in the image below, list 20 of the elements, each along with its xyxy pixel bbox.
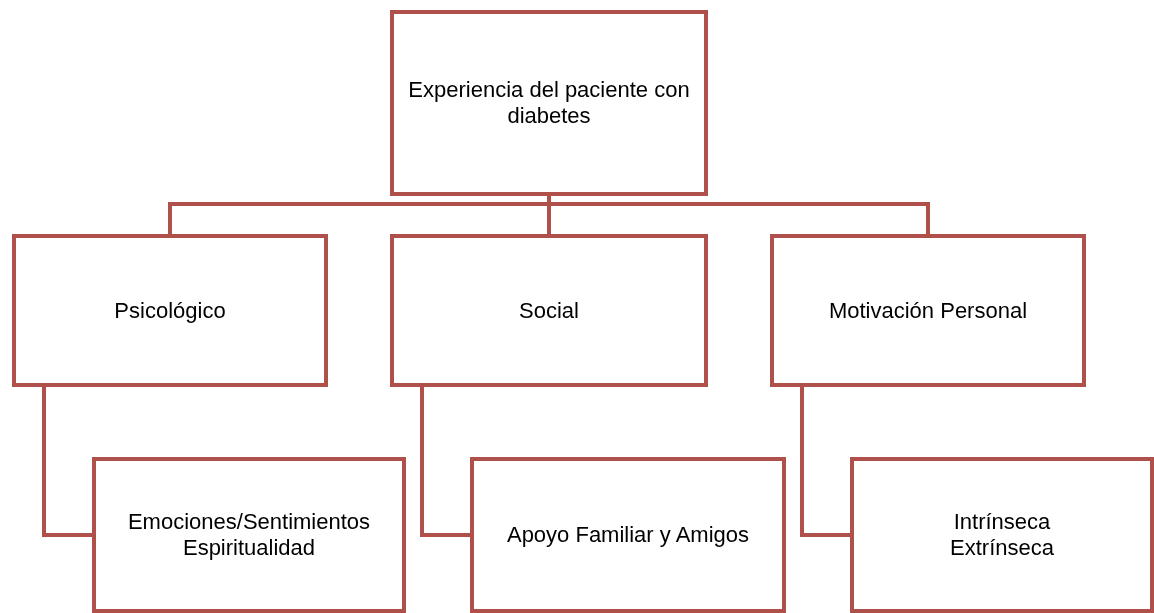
- box: [390, 10, 708, 196]
- connector-line: [547, 196, 930, 234]
- box: [12, 234, 328, 387]
- box: [470, 457, 786, 613]
- box-label: Emociones/Sentimientos: [127, 509, 371, 535]
- box-label: Social: [519, 297, 579, 324]
- connector-line: [800, 387, 850, 537]
- box: [770, 234, 1086, 387]
- box-label: Extrínseca: [950, 535, 1054, 561]
- box-label: Experiencia del paciente con diabetes: [407, 77, 691, 129]
- box-label: Psicológico: [114, 297, 226, 324]
- box-label: Intrínseca: [953, 509, 1051, 535]
- box-label: Motivación Personal: [828, 297, 1028, 324]
- box: [850, 457, 1154, 613]
- box: [390, 234, 708, 387]
- connector-line: [42, 387, 92, 537]
- box-label: Espiritualidad: [182, 535, 316, 561]
- box-label: Apoyo Familiar y Amigos: [506, 522, 750, 548]
- box: [92, 457, 406, 613]
- connector-line: [420, 387, 470, 537]
